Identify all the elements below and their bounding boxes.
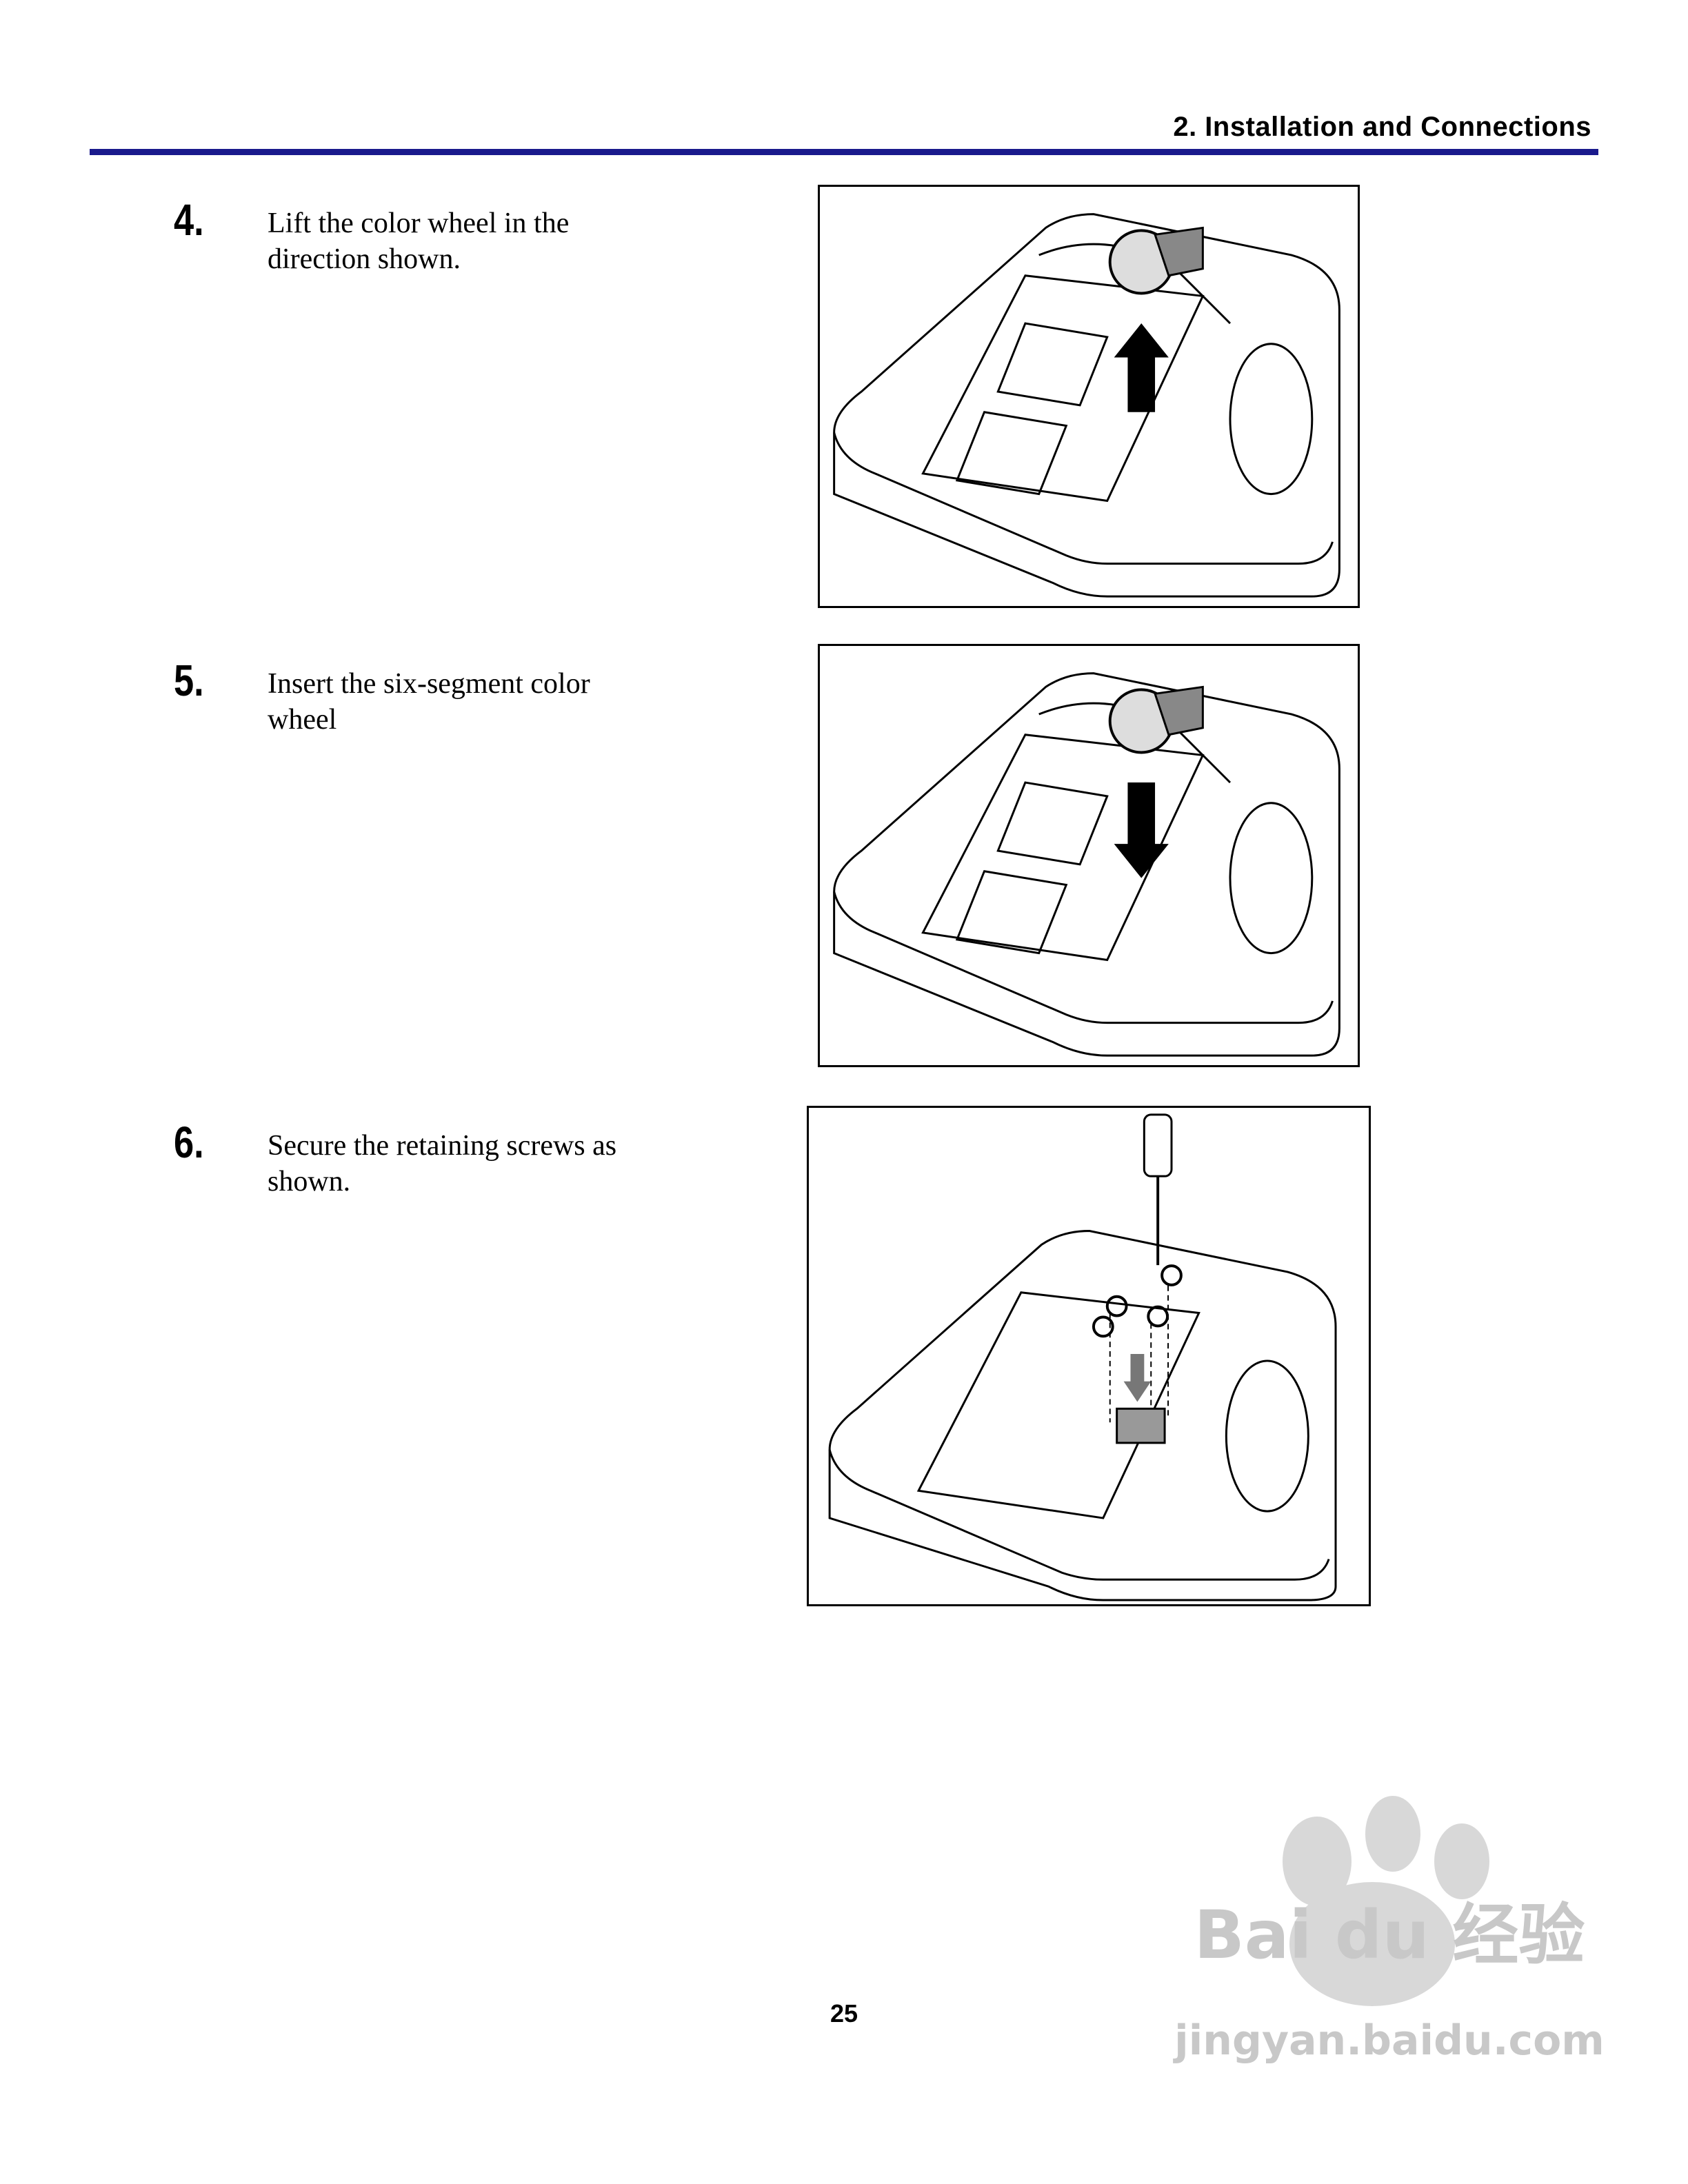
step-6-number: 6. xyxy=(174,1118,204,1167)
watermark-brand: Bai du 经验 xyxy=(1194,1897,1585,1974)
step-4-figure xyxy=(818,185,1360,608)
step-5-number: 5. xyxy=(174,656,204,705)
step-6-figure xyxy=(807,1106,1371,1606)
projector-illustration-lift xyxy=(833,213,1340,598)
projector-illustration-screws xyxy=(828,1113,1337,1601)
section-title: 2. Installation and Connections xyxy=(1173,112,1591,142)
step-6-text: Secure the retaining screws as shown. xyxy=(268,1130,617,1197)
page-number: 25 xyxy=(830,1999,858,2028)
projector-illustration-insert xyxy=(833,672,1340,1057)
step-4-text: Lift the color wheel in the direction sh… xyxy=(268,208,570,275)
header-rule xyxy=(90,149,1598,155)
step-5-figure xyxy=(818,644,1360,1067)
step-4-number: 4. xyxy=(174,195,204,245)
step-5-text: Insert the six-segment color wheel xyxy=(268,668,590,736)
baidu-jingyan-watermark: Bai du 经验 jingyan.baidu.com xyxy=(1173,1796,1605,2065)
watermark-url: jingyan.baidu.com xyxy=(1173,2016,1605,2065)
